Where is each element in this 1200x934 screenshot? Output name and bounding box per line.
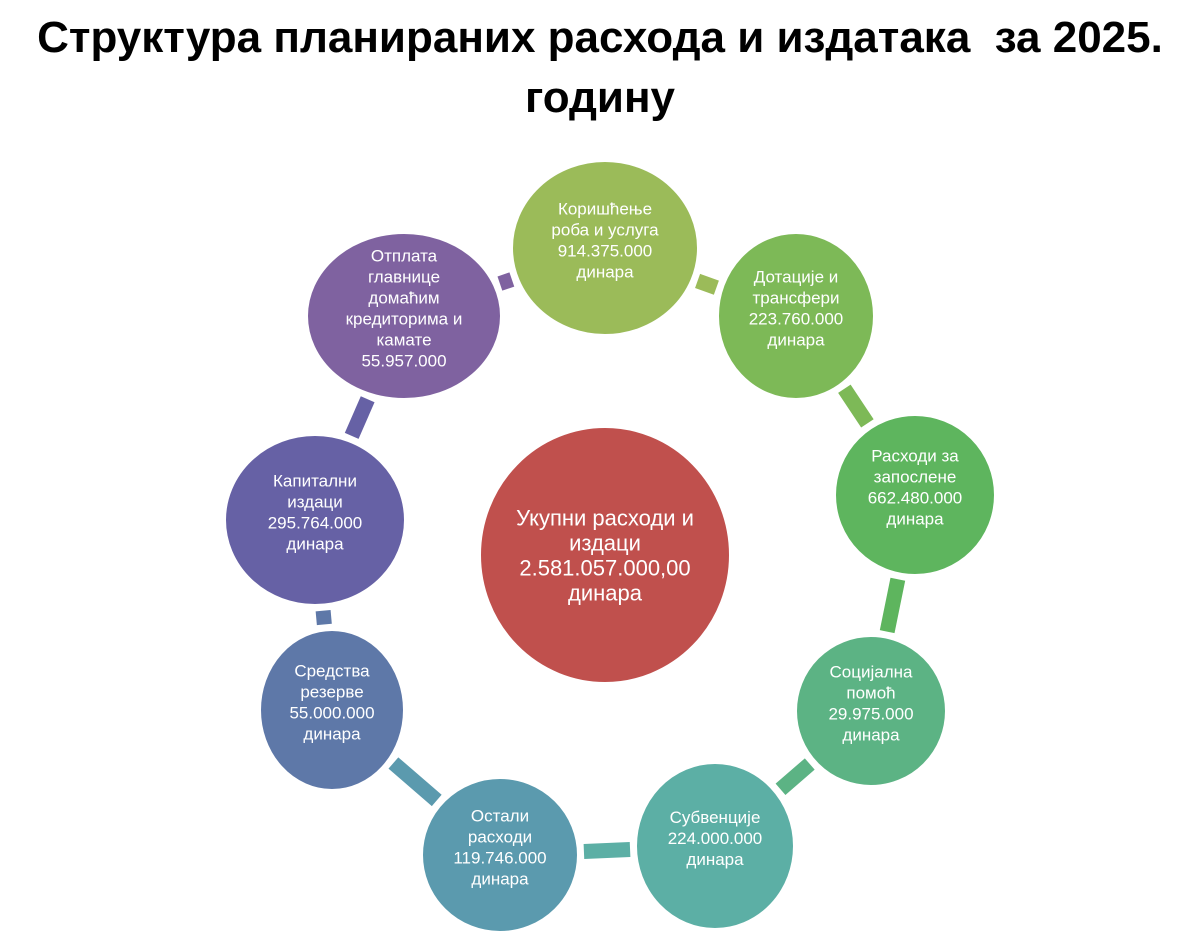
connector-subvencije-ostali [583, 842, 631, 859]
node-socijalna: Социјална помоћ 29.975.000 динара [795, 635, 947, 787]
node-zaposleni-label-line: запослене [874, 468, 957, 487]
node-socijalna-label-line: 29.975.000 [828, 705, 913, 724]
node-rezerve-label-line: Средства [294, 662, 370, 681]
node-otplata-label-line: главнице [368, 268, 440, 287]
node-otplata-label-line: Отплата [371, 247, 438, 266]
node-dotacije-label-line: трансфери [753, 289, 840, 308]
connector-zaposleni-socijalna [879, 577, 906, 634]
node-dotacije: Дотације и трансфери 223.760.000 динара [717, 232, 875, 400]
node-koriscenje-label-line: роба и услуга [551, 221, 659, 240]
node-koriscenje-label-line: Коришћење [558, 200, 652, 219]
node-otplata-label-line: камате [376, 331, 431, 350]
node-dotacije-label-line: Дотације и [754, 268, 839, 287]
node-otplata-label-line: 55.957.000 [361, 352, 446, 371]
node-zaposleni-label-line: 662.480.000 [868, 489, 963, 508]
node-ostali-label-line: 119.746.000 [453, 849, 546, 868]
node-kapitalni-label-line: Капитални [273, 472, 357, 491]
node-kapitalni-shape [224, 434, 406, 606]
connector-ostali-rezerve [388, 757, 442, 807]
node-socijalna-shape [795, 635, 947, 787]
connector-rezerve-kapitalni [315, 610, 332, 626]
center-total-node-label-line: динара [568, 581, 643, 606]
node-kapitalni-label-line: 295.764.000 [268, 514, 363, 533]
node-otplata: Отплата главнице домаћим кредиторима и камат… [306, 232, 502, 400]
connector-otplata-koriscenje [497, 272, 515, 291]
node-koriscenje-shape [511, 160, 699, 336]
node-kapitalni: Капитални издаци 295.764.000 динара [224, 434, 406, 606]
node-koriscenje-label-line: 914.375.000 [558, 242, 653, 261]
node-ostali-label-line: динара [471, 870, 529, 889]
node-subvencije: Субвенције 224.000.000 динара [635, 762, 795, 930]
node-zaposleni-label-line: динара [886, 510, 944, 529]
connector-dotacije-zaposleni [838, 384, 874, 428]
node-socijalna-label-line: помоћ [846, 684, 895, 703]
node-ostali-label-line: расходи [468, 828, 532, 847]
center-total-node-shape [479, 426, 731, 684]
center-total-node-label-line: 2.581.057.000,00 [519, 556, 690, 581]
title-line-1: Структура планираних расхода и издатака … [37, 13, 1163, 62]
node-ostali: Остали расходи 119.746.000 динара [421, 777, 579, 933]
node-rezerve-label-line: динара [303, 725, 361, 744]
node-subvencije-label-line: 224.000.000 [668, 829, 763, 848]
node-socijalna-label-line: Социјална [830, 663, 914, 682]
node-ostali-label-line: Остали [471, 807, 529, 826]
node-zaposleni-shape [834, 414, 996, 576]
node-otplata-label-line: кредиторима и [346, 310, 463, 329]
node-rezerve: Средства резерве 55.000.000 динара [259, 629, 405, 791]
node-rezerve-label-line: 55.000.000 [289, 704, 374, 723]
node-rezerve-shape [259, 629, 405, 791]
connector-socijalna-subvencije [775, 758, 815, 795]
title-line-2: годину [524, 73, 676, 122]
node-subvencije-shape [635, 762, 795, 930]
node-socijalna-label-line: динара [842, 726, 900, 745]
node-rezerve-label-line: резерве [300, 683, 363, 702]
center-total-node-label-line: Укупни расходи и [516, 506, 694, 531]
center-total-node: Укупни расходи ииздаци2.581.057.000,00ди… [479, 426, 731, 684]
node-otplata-label-line: домаћим [368, 289, 439, 308]
node-dotacije-label-line: 223.760.000 [749, 310, 844, 329]
node-kapitalni-label-line: издаци [287, 493, 343, 512]
node-koriscenje: Коришћење роба и услуга 914.375.000 динара [511, 160, 699, 336]
node-kapitalni-label-line: динара [286, 535, 344, 554]
node-ostali-shape [421, 777, 579, 933]
node-subvencije-label-line: Субвенције [670, 808, 761, 827]
connector-koriscenje-dotacije [695, 273, 719, 295]
node-koriscenje-label-line: динара [576, 263, 634, 282]
node-dotacije-label-line: динара [767, 331, 825, 350]
node-zaposleni: Расходи за запослене 662.480.000 динара [834, 414, 996, 576]
center-total-node-label-line: издаци [569, 531, 641, 556]
connector-kapitalni-otplata [344, 396, 375, 439]
diagram-title: Структура планираних расхода и издатака … [0, 8, 1200, 128]
node-otplata-shape [306, 232, 502, 400]
node-dotacije-shape [717, 232, 875, 400]
node-subvencije-label-line: динара [686, 850, 744, 869]
node-zaposleni-label-line: Расходи за [871, 447, 959, 466]
